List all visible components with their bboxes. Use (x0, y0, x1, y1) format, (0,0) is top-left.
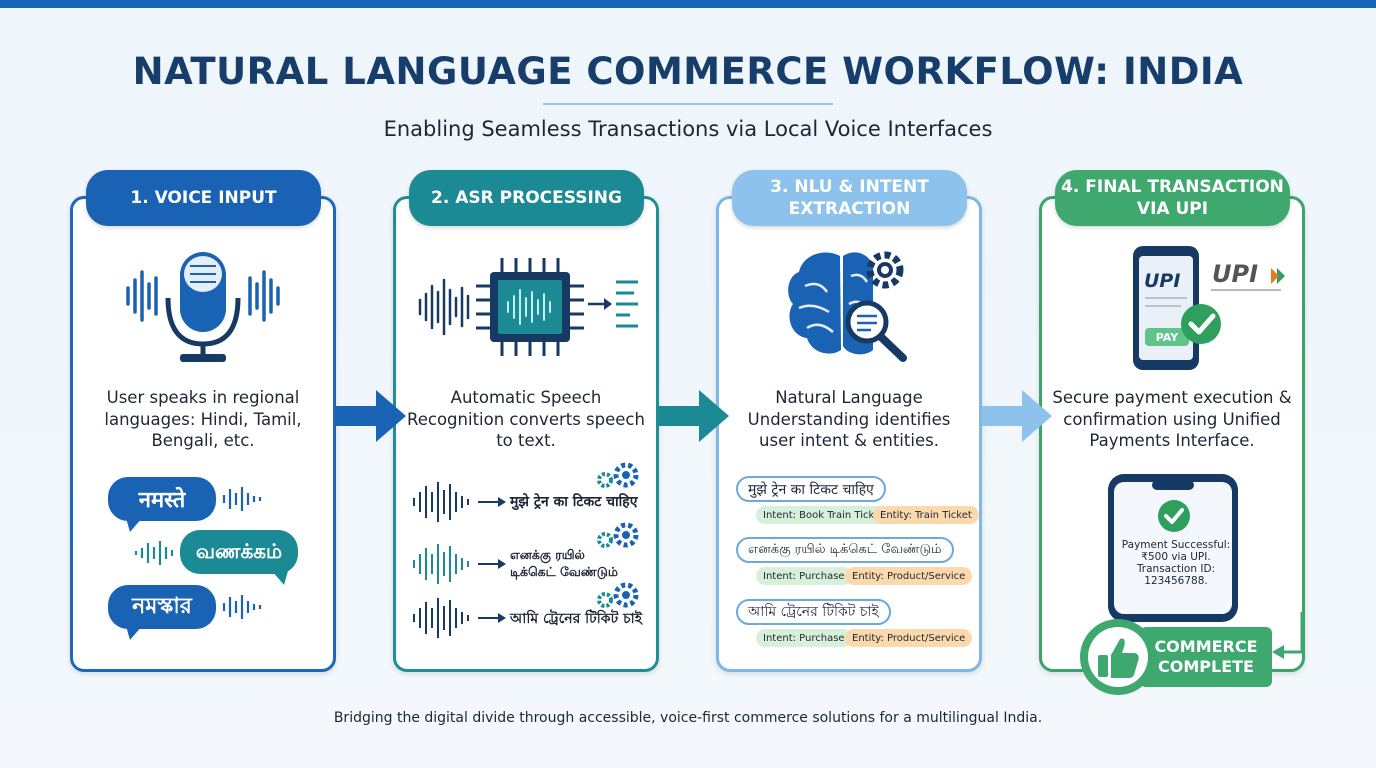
step-4-label-line1: 4. FINAL TRANSACTION (1061, 176, 1284, 197)
greeting-bubble-hindi: नमस्ते (108, 477, 216, 521)
soundwave-icon (222, 487, 262, 511)
step-1-description: User speaks in regional languages: Hindi… (104, 388, 302, 450)
pay-button[interactable]: PAY (1155, 331, 1179, 344)
check-icon (1158, 500, 1190, 532)
asr-transcript-bengali: আমি ট্রেনের টিকিট চাই (510, 611, 642, 627)
asr-transcript-tamil: எனக்கு ரயில் டிக்கெட் வேண்டும் (510, 547, 618, 579)
return-arrow (1272, 612, 1304, 659)
speech-tail (126, 518, 142, 532)
step-4-description: Secure payment execution & confirmation … (1052, 388, 1292, 450)
top-accent-bar (0, 0, 1376, 8)
step-3-label-line1: 3. NLU & INTENT (770, 176, 929, 197)
soundwave-icon (222, 595, 262, 619)
entity-tag: Entity: Train Ticket (873, 506, 979, 524)
payment-confirmation: Payment Successful: ₹500 via UPI. Transa… (1121, 539, 1231, 587)
gear-icon (597, 522, 639, 548)
gear-icon (597, 582, 639, 608)
asr-transcript-hindi: मुझे ट्रेन का टिकट चाहिए (510, 494, 638, 510)
arrow-right-icon (659, 390, 729, 442)
speech-tail (126, 626, 142, 640)
commerce-complete-line1: COMMERCE (1154, 637, 1258, 656)
arrow-right-icon (336, 390, 406, 442)
intent-tag: Intent: Book Train Ticket (756, 506, 891, 524)
gear-icon (597, 462, 639, 488)
commerce-complete-line2: COMPLETE (1158, 657, 1254, 676)
arrow-right-icon (982, 390, 1052, 442)
chip-icon (418, 258, 638, 356)
phone-icon (1133, 246, 1285, 370)
footer-note: Bridging the digital divide through acce… (333, 710, 1043, 726)
step-2-description: Automatic Speech Recognition converts sp… (407, 388, 645, 450)
gear-icon (866, 251, 904, 289)
nlu-utterance-tamil: எனக்கு ரயில் டிக்கெட் வேண்டும் (736, 537, 954, 563)
step-3-label-line2: EXTRACTION (788, 199, 911, 219)
page-subtitle: Enabling Seamless Transactions via Local… (383, 117, 993, 141)
step-2-label: 2. ASR PROCESSING (409, 170, 644, 226)
microphone-icon (126, 252, 280, 362)
upi-phone-logo: UPI (1144, 270, 1181, 292)
title-divider (543, 103, 833, 105)
upi-brand-logo: UPI (1212, 260, 1259, 288)
thumbs-up-icon (1080, 619, 1156, 695)
entity-tag: Entity: Product/Service (845, 567, 973, 585)
speech-tail (272, 571, 288, 585)
page-title: NATURAL LANGUAGE COMMERCE WORKFLOW: INDI… (132, 50, 1244, 93)
intent-tag: Intent: Purchase (756, 567, 852, 585)
asr-waves (413, 482, 506, 638)
intent-tag: Intent: Purchase (756, 629, 852, 647)
nlu-utterance-hindi: मुझे ट्रेन का टिकट चाहिए (736, 476, 886, 502)
phone-icon (1108, 474, 1238, 622)
step-3-description: Natural Language Understanding identifie… (747, 388, 951, 450)
step-4-label-line2: VIA UPI (1136, 199, 1209, 219)
soundwave-icon (134, 541, 174, 565)
commerce-complete-badge: COMMERCE COMPLETE (1140, 627, 1272, 687)
step-1-label: 1. VOICE INPUT (86, 170, 321, 226)
greeting-bubble-tamil: வணக்கம் (180, 530, 298, 574)
nlu-utterance-bengali: আমি ট্রেনের টিকিট চাই (736, 599, 891, 625)
brain-icon (788, 251, 907, 362)
greeting-bubble-bengali: নমস্কার (108, 585, 216, 629)
entity-tag: Entity: Product/Service (845, 629, 973, 647)
